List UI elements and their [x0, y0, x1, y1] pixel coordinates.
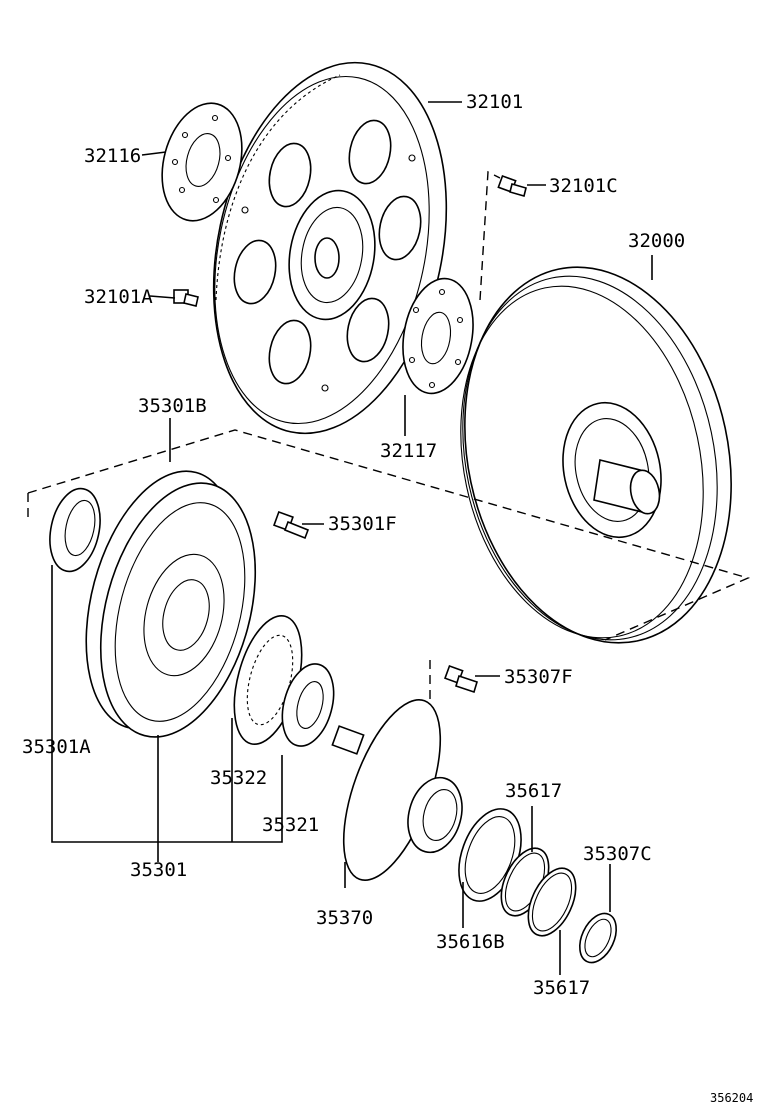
label-32116: 32116: [84, 145, 141, 167]
bolt-32101C: [497, 174, 527, 197]
torque-converter-32000: [460, 266, 732, 644]
label-35307C: 35307C: [583, 843, 652, 865]
drive-plate-32101: [212, 61, 448, 435]
label-35307F: 35307F: [504, 666, 573, 688]
label-32101: 32101: [466, 91, 523, 113]
oil-pump-body-35301: [85, 470, 257, 738]
label-32101C: 32101C: [549, 175, 618, 197]
seal-ring-35617-bottom: [527, 867, 577, 937]
label-35322: 35322: [210, 767, 267, 789]
label-35617-top: 35617: [505, 780, 562, 802]
label-35301B: 35301B: [138, 395, 207, 417]
label-35301A: 35301A: [22, 736, 91, 758]
label-32000: 32000: [628, 230, 685, 252]
label-32117: 32117: [380, 440, 437, 462]
label-32101A: 32101A: [84, 286, 153, 308]
spacer-plate-32116: [161, 102, 243, 222]
leader-lines: [51, 101, 653, 975]
label-35616B: 35616B: [436, 931, 505, 953]
bolt-35301F: [273, 511, 310, 540]
assembly-dashed-lines: [27, 170, 751, 705]
spacer-plate-32117: [402, 277, 474, 395]
figure-id: 356204: [710, 1091, 753, 1105]
label-35301: 35301: [130, 859, 187, 881]
stator-shaft-35370: [331, 698, 463, 882]
label-35321: 35321: [262, 814, 319, 836]
oil-seal-35301A: [49, 487, 101, 573]
label-35617-bottom: 35617: [533, 977, 590, 999]
drive-gear-35321: [281, 663, 335, 747]
o-ring-35307C: [579, 912, 617, 964]
label-35301F: 35301F: [328, 513, 397, 535]
bolt-32101A: [173, 289, 199, 307]
bolt-35307F: [444, 664, 478, 694]
label-35370: 35370: [316, 907, 373, 929]
